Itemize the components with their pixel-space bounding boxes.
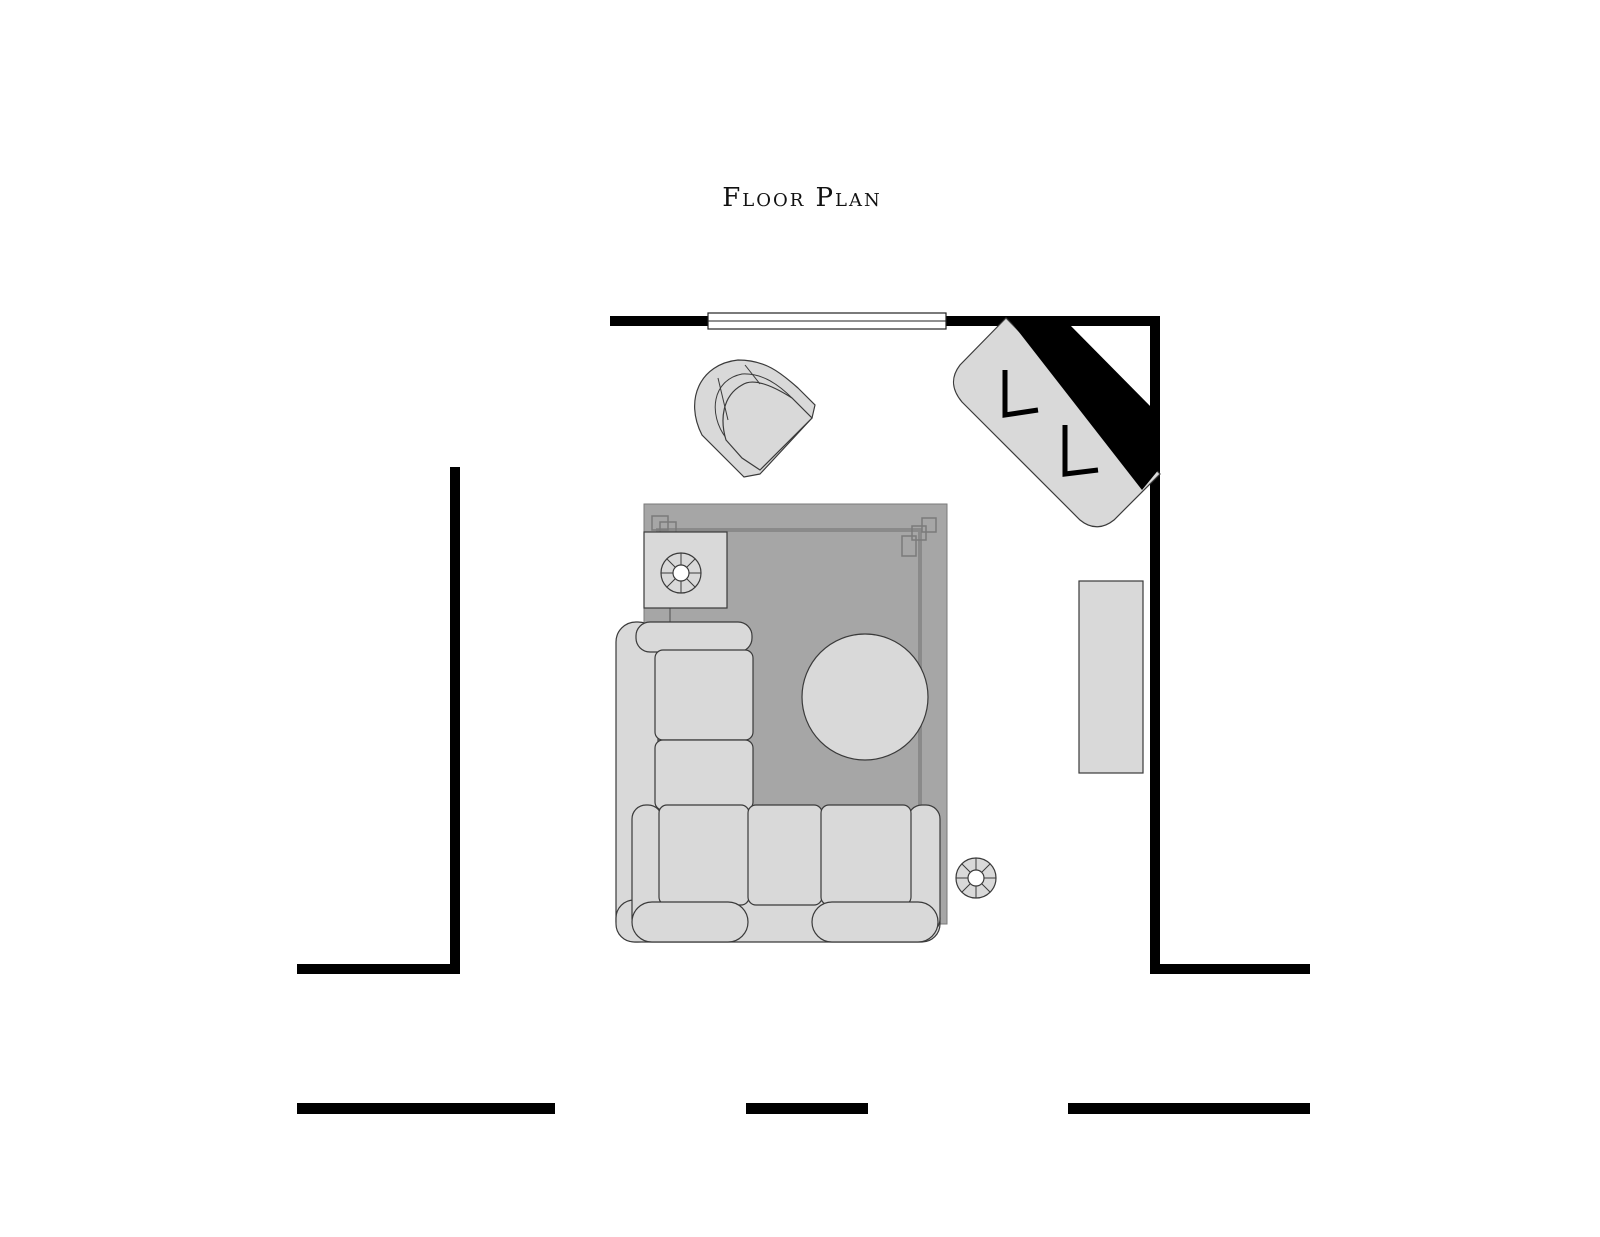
sectional-sofa — [615, 621, 941, 943]
exterior-walls — [297, 316, 1310, 1114]
angled-desk — [952, 317, 1161, 528]
side-table-with-lamp — [643, 531, 728, 609]
media-console — [1078, 580, 1144, 774]
table-lamp-icon — [660, 552, 702, 594]
round-coffee-table — [801, 633, 929, 761]
floor-lamp-icon — [955, 857, 997, 899]
window — [707, 312, 947, 330]
armchair — [694, 359, 816, 478]
plan-title: Floor Plan — [722, 183, 882, 213]
